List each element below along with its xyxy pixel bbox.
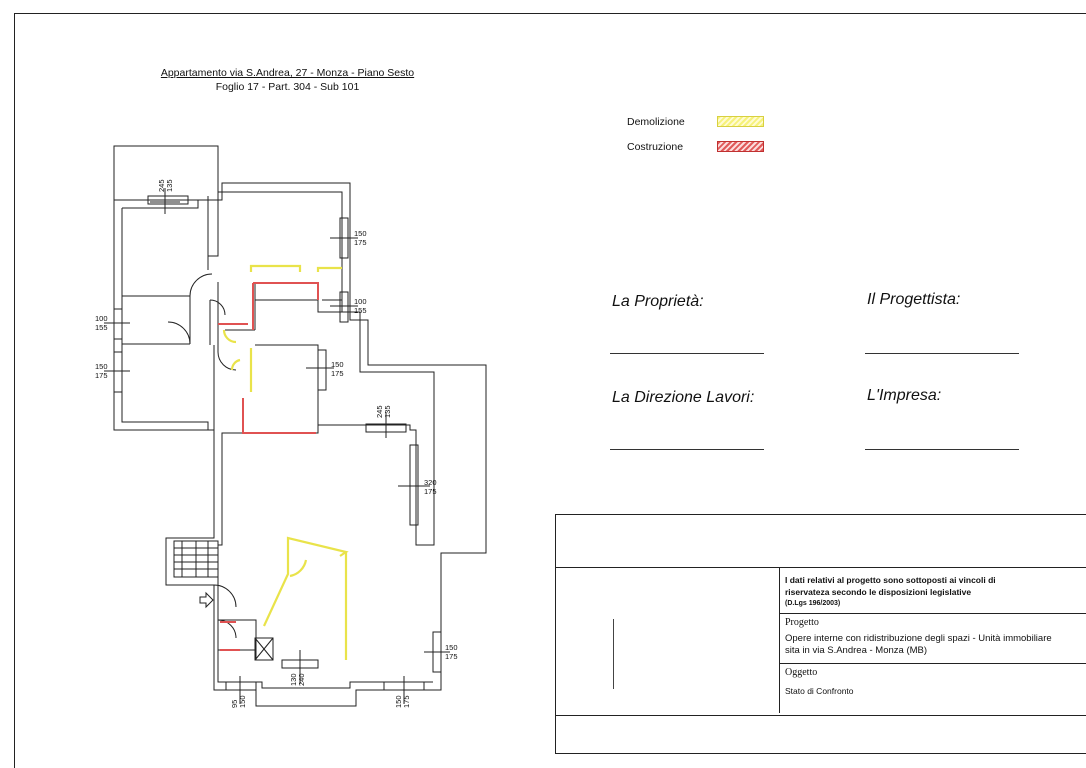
legend-swatch-costruzione — [717, 141, 764, 152]
signature-label-impresa: L'Impresa: — [867, 387, 942, 404]
dimension-label: 150 — [394, 695, 403, 708]
entrance-arrow — [199, 591, 214, 609]
title-block-divider — [779, 663, 1086, 664]
dimension-label: 175 — [445, 652, 458, 661]
progetto-description-line: Opere interne con ridistribuzione degli … — [785, 633, 1052, 644]
signature-line-proprieta — [610, 353, 764, 354]
signature-label-direzione-lavori: La Direzione Lavori: — [612, 389, 755, 406]
title-block-mark — [613, 619, 614, 689]
shaft — [254, 637, 274, 661]
legend-label-demolizione: Demolizione — [627, 116, 685, 128]
title-block-divider — [779, 613, 1086, 614]
dimension-label: 175 — [354, 238, 367, 247]
outer-wall — [113, 182, 487, 707]
dimension-label: 150 — [445, 643, 458, 652]
privacy-notice-line: riservateza secondo le disposizioni legi… — [785, 587, 972, 597]
signature-label-proprieta: La Proprietà: — [612, 293, 704, 310]
privacy-notice: I dati relativi al progetto sono sottopo… — [785, 574, 996, 610]
title-block-divider — [556, 567, 1086, 568]
dimension-labels: 135 245 150 175 100 155 100 155 150 175 … — [95, 179, 458, 708]
progetto-description: Opere interne con ridistribuzione degli … — [785, 633, 1052, 657]
dimension-label: 175 — [402, 695, 411, 708]
dimension-label: 155 — [354, 306, 367, 315]
inner-wall — [121, 208, 209, 430]
signature-line-impresa — [865, 449, 1019, 450]
privacy-notice-line: I dati relativi al progetto sono sottopo… — [785, 575, 996, 585]
drawing-subtitle: Foglio 17 - Part. 304 - Sub 101 — [215, 81, 360, 93]
oggetto-label: Oggetto — [785, 667, 818, 678]
dimension-label: 135 — [165, 179, 174, 192]
drawing-title: Appartamento via S.Andrea, 27 - Monza - … — [160, 67, 415, 79]
construction-walls — [218, 282, 319, 651]
dimension-label: 320 — [424, 478, 437, 487]
legend-swatch-demolizione — [717, 116, 764, 127]
dimension-label: 100 — [354, 297, 367, 306]
dimension-label: 175 — [95, 371, 108, 380]
dimension-label: 95 — [230, 700, 239, 708]
signature-line-direzione-lavori — [610, 449, 764, 450]
dimension-label: 135 — [383, 405, 392, 418]
progetto-description-line: sita in via S.Andrea - Monza (MB) — [785, 645, 928, 656]
dimension-label: 245 — [157, 179, 166, 192]
progetto-label: Progetto — [785, 617, 819, 628]
dimension-label: 175 — [331, 369, 344, 378]
dimension-label: 150 — [238, 695, 247, 708]
dimension-label: 150 — [331, 360, 344, 369]
signature-label-progettista: Il Progettista: — [867, 291, 961, 308]
dimension-label: 150 — [95, 362, 108, 371]
title-block-divider — [556, 715, 1086, 716]
dimension-label: 175 — [424, 487, 437, 496]
title-block: I dati relativi al progetto sono sottopo… — [555, 514, 1086, 754]
oggetto-value: Stato di Confronto — [785, 686, 854, 696]
dimension-label: 130 — [289, 673, 298, 686]
dimension-label: 240 — [297, 673, 306, 686]
title-block-column-divider — [779, 567, 780, 713]
dimension-label: 100 — [95, 314, 108, 323]
drawing-sheet-border — [14, 13, 1086, 768]
privacy-notice-law: (D.Lgs 196/2003) — [785, 600, 841, 607]
signature-line-progettista — [865, 353, 1019, 354]
demolition-walls — [222, 264, 349, 660]
dimension-label: 245 — [375, 405, 384, 418]
inner-wall — [207, 191, 435, 689]
balcony-outline — [113, 145, 219, 200]
dimension-label: 150 — [354, 229, 367, 238]
legend-label-costruzione: Costruzione — [627, 141, 684, 153]
dimension-label: 155 — [95, 323, 108, 332]
